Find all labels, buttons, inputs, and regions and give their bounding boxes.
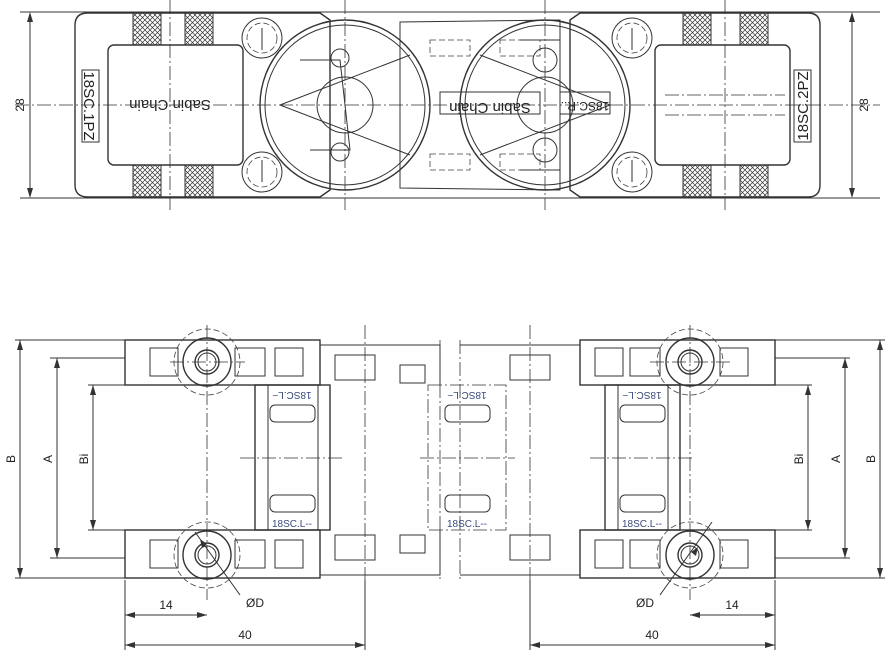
left-link: 18SC.1PZ Sabin Chain (74, 0, 331, 210)
dimension-label: Bi (792, 454, 806, 465)
dimension-label: B (4, 455, 18, 463)
dimension-B-right: B (864, 340, 883, 578)
dimension-40-left: 40 (125, 580, 366, 650)
right-link: 18SC.2PZ (569, 0, 821, 210)
dimension-label: 14 (725, 598, 739, 612)
dimension-A-right: A (829, 358, 848, 558)
crossbar-label: 18SC.L-- (622, 519, 662, 530)
pin-holes (170, 325, 730, 600)
dimension-B-left: B (4, 340, 23, 578)
dimension-Bi-left: Bi (77, 385, 96, 530)
dimension-label: 40 (238, 628, 252, 642)
dimension-40-right: 40 (529, 580, 775, 650)
dimension-A-left: A (41, 358, 60, 558)
dial-markers (241, 17, 653, 193)
dimension-14-left: 14 (124, 580, 207, 650)
dimension-diameter-left: ØD (194, 531, 264, 610)
dimension-14-right: 14 (690, 580, 776, 650)
crossbar-label: 18SC.L~ (622, 389, 661, 400)
bottom-view: B A Bi Bi A B (4, 325, 885, 650)
side-plates (124, 325, 776, 600)
top-view: 28 28 18SC.1PZ Sabin Chain (13, 0, 880, 210)
link-label-right: 18SC.2PZ (795, 71, 812, 140)
crossbar-label: 18SC.L~ (447, 389, 486, 400)
dimension-label: ØD (246, 596, 264, 610)
dimension-label: ØD (636, 596, 654, 610)
dimension-label: B (864, 455, 878, 463)
dimension-label: A (41, 455, 55, 463)
brand-label-right: Sabin Chain (449, 99, 531, 116)
link-label-left: 18SC.1PZ (80, 71, 97, 140)
center-link-label: 18SC.R.. (561, 99, 610, 113)
dimension-diameter-right: ØD (636, 521, 713, 610)
crossbars: 18SC.L~ 18SC.L-- 18SC.L~ 18SC.L-- 18SC.L… (240, 384, 695, 531)
crossbar-label: 18SC.L~ (272, 389, 311, 400)
crossbar-label: 18SC.L-- (272, 519, 312, 530)
dimension-label: Bi (77, 454, 91, 465)
brand-label-left: Sabin Chain (129, 96, 211, 113)
dimension-label: 14 (159, 598, 173, 612)
crossbar-label: 18SC.L-- (447, 519, 487, 530)
dimension-Bi-right: Bi (792, 385, 811, 530)
dimension-label: A (829, 455, 843, 463)
dimension-label: 40 (645, 628, 659, 642)
